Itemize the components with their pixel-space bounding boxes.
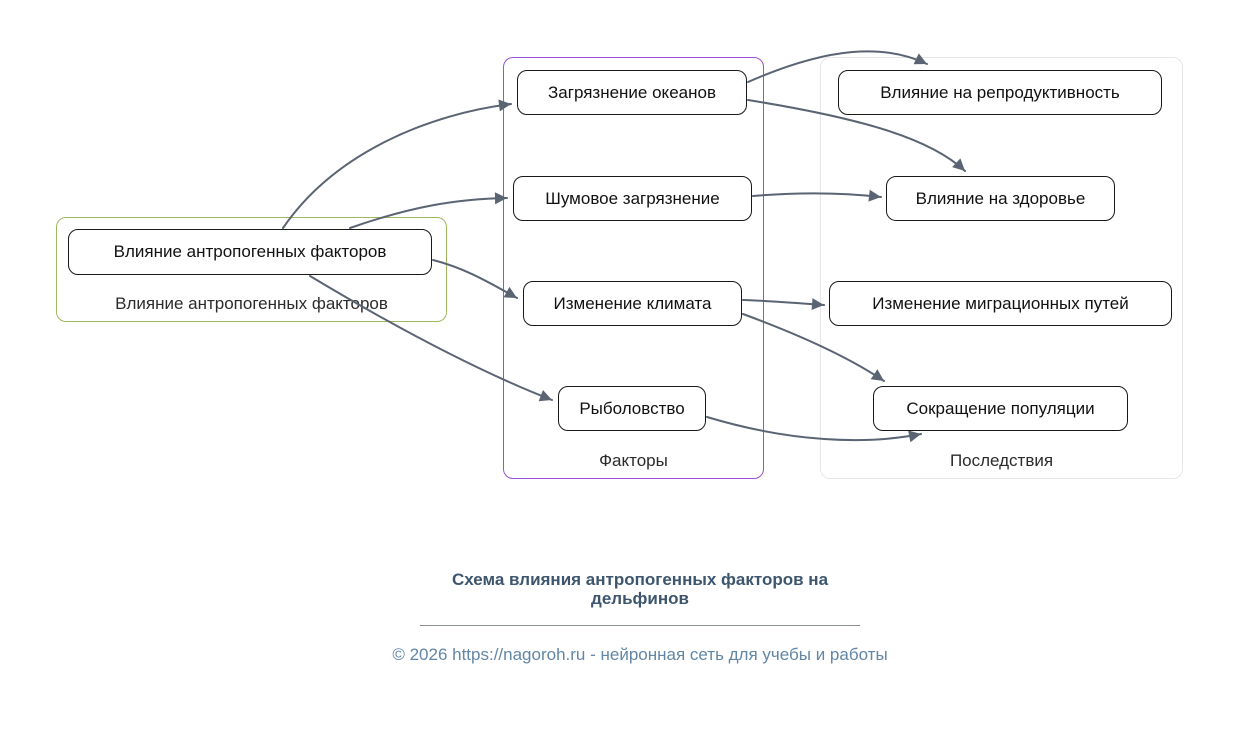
- node-migration-routes-change: Изменение миграционных путей: [829, 281, 1172, 326]
- node-fishing: Рыболовство: [558, 386, 706, 431]
- node-anthropogenic-factors: Влияние антропогенных факторов: [68, 229, 432, 275]
- footer: Схема влияния антропогенных факторов на …: [325, 570, 955, 665]
- node-reproduction-impact: Влияние на репродуктивность: [838, 70, 1162, 115]
- footer-divider: [420, 625, 860, 626]
- node-ocean-pollution: Загрязнение океанов: [517, 70, 747, 115]
- group-root-label: Влияние антропогенных факторов: [115, 294, 388, 313]
- edge-root-ocean: [282, 99, 512, 229]
- copyright-text: © 2026 https://nagoroh.ru - нейронная се…: [392, 645, 888, 664]
- node-population-decline: Сокращение популяции: [873, 386, 1128, 431]
- group-consequences-label: Последствия: [949, 451, 1054, 470]
- node-climate-change: Изменение климата: [523, 281, 742, 326]
- node-noise-pollution: Шумовое загрязнение: [513, 176, 752, 221]
- diagram-title: Схема влияния антропогенных факторов на …: [451, 570, 829, 608]
- node-health-impact: Влияние на здоровье: [886, 176, 1115, 221]
- group-factors-label: Факторы: [599, 451, 668, 470]
